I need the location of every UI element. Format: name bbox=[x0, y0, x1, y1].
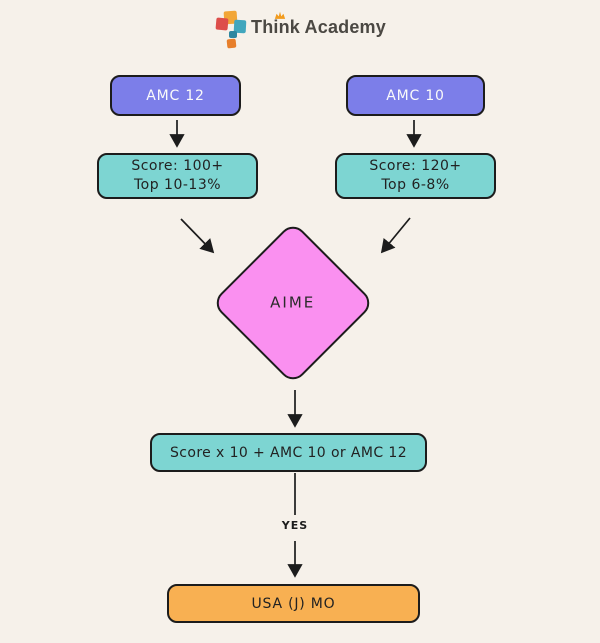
node-amc12-label: AMC 12 bbox=[146, 87, 205, 104]
node-amc12: AMC 12 bbox=[110, 75, 241, 116]
logo-block-orange bbox=[226, 38, 237, 49]
amc12-score-line2: Top 10-13% bbox=[133, 177, 222, 193]
qualify-condition-label: Score x 10 + AMC 10 or AMC 12 bbox=[169, 444, 408, 461]
node-amc10: AMC 10 bbox=[346, 75, 485, 116]
amc10-score-line1: Score: 120+ bbox=[369, 158, 462, 174]
amc12-score-line1: Score: 100+ bbox=[131, 158, 224, 174]
edge-yes-label: YES bbox=[281, 519, 309, 532]
node-usajmo: USA (J) MO bbox=[167, 584, 420, 623]
edge-score12-to-aime bbox=[180, 218, 215, 254]
node-amc10-score: Score: 120+ Top 6-8% bbox=[335, 153, 496, 199]
node-qualify-condition: Score x 10 + AMC 10 or AMC 12 bbox=[150, 433, 427, 472]
node-amc12-score: Score: 100+ Top 10-13% bbox=[97, 153, 258, 199]
think-academy-blocks-icon bbox=[214, 9, 247, 49]
crown-icon bbox=[274, 11, 286, 19]
brand-name: Think Academy bbox=[251, 17, 386, 37]
think-academy-logo: Think Academy bbox=[0, 9, 600, 49]
node-aime-diamond: AIME bbox=[210, 220, 376, 386]
edge-score10-to-aime bbox=[380, 217, 411, 254]
node-amc10-label: AMC 10 bbox=[386, 87, 445, 104]
logo-block-darkteal bbox=[229, 31, 237, 38]
amc10-score-line2: Top 6-8% bbox=[381, 177, 450, 193]
logo-block-red bbox=[215, 17, 229, 31]
brand-wrap: Think Academy bbox=[251, 11, 386, 38]
node-aime-label: AIME bbox=[270, 293, 316, 312]
node-usajmo-label: USA (J) MO bbox=[251, 595, 336, 612]
